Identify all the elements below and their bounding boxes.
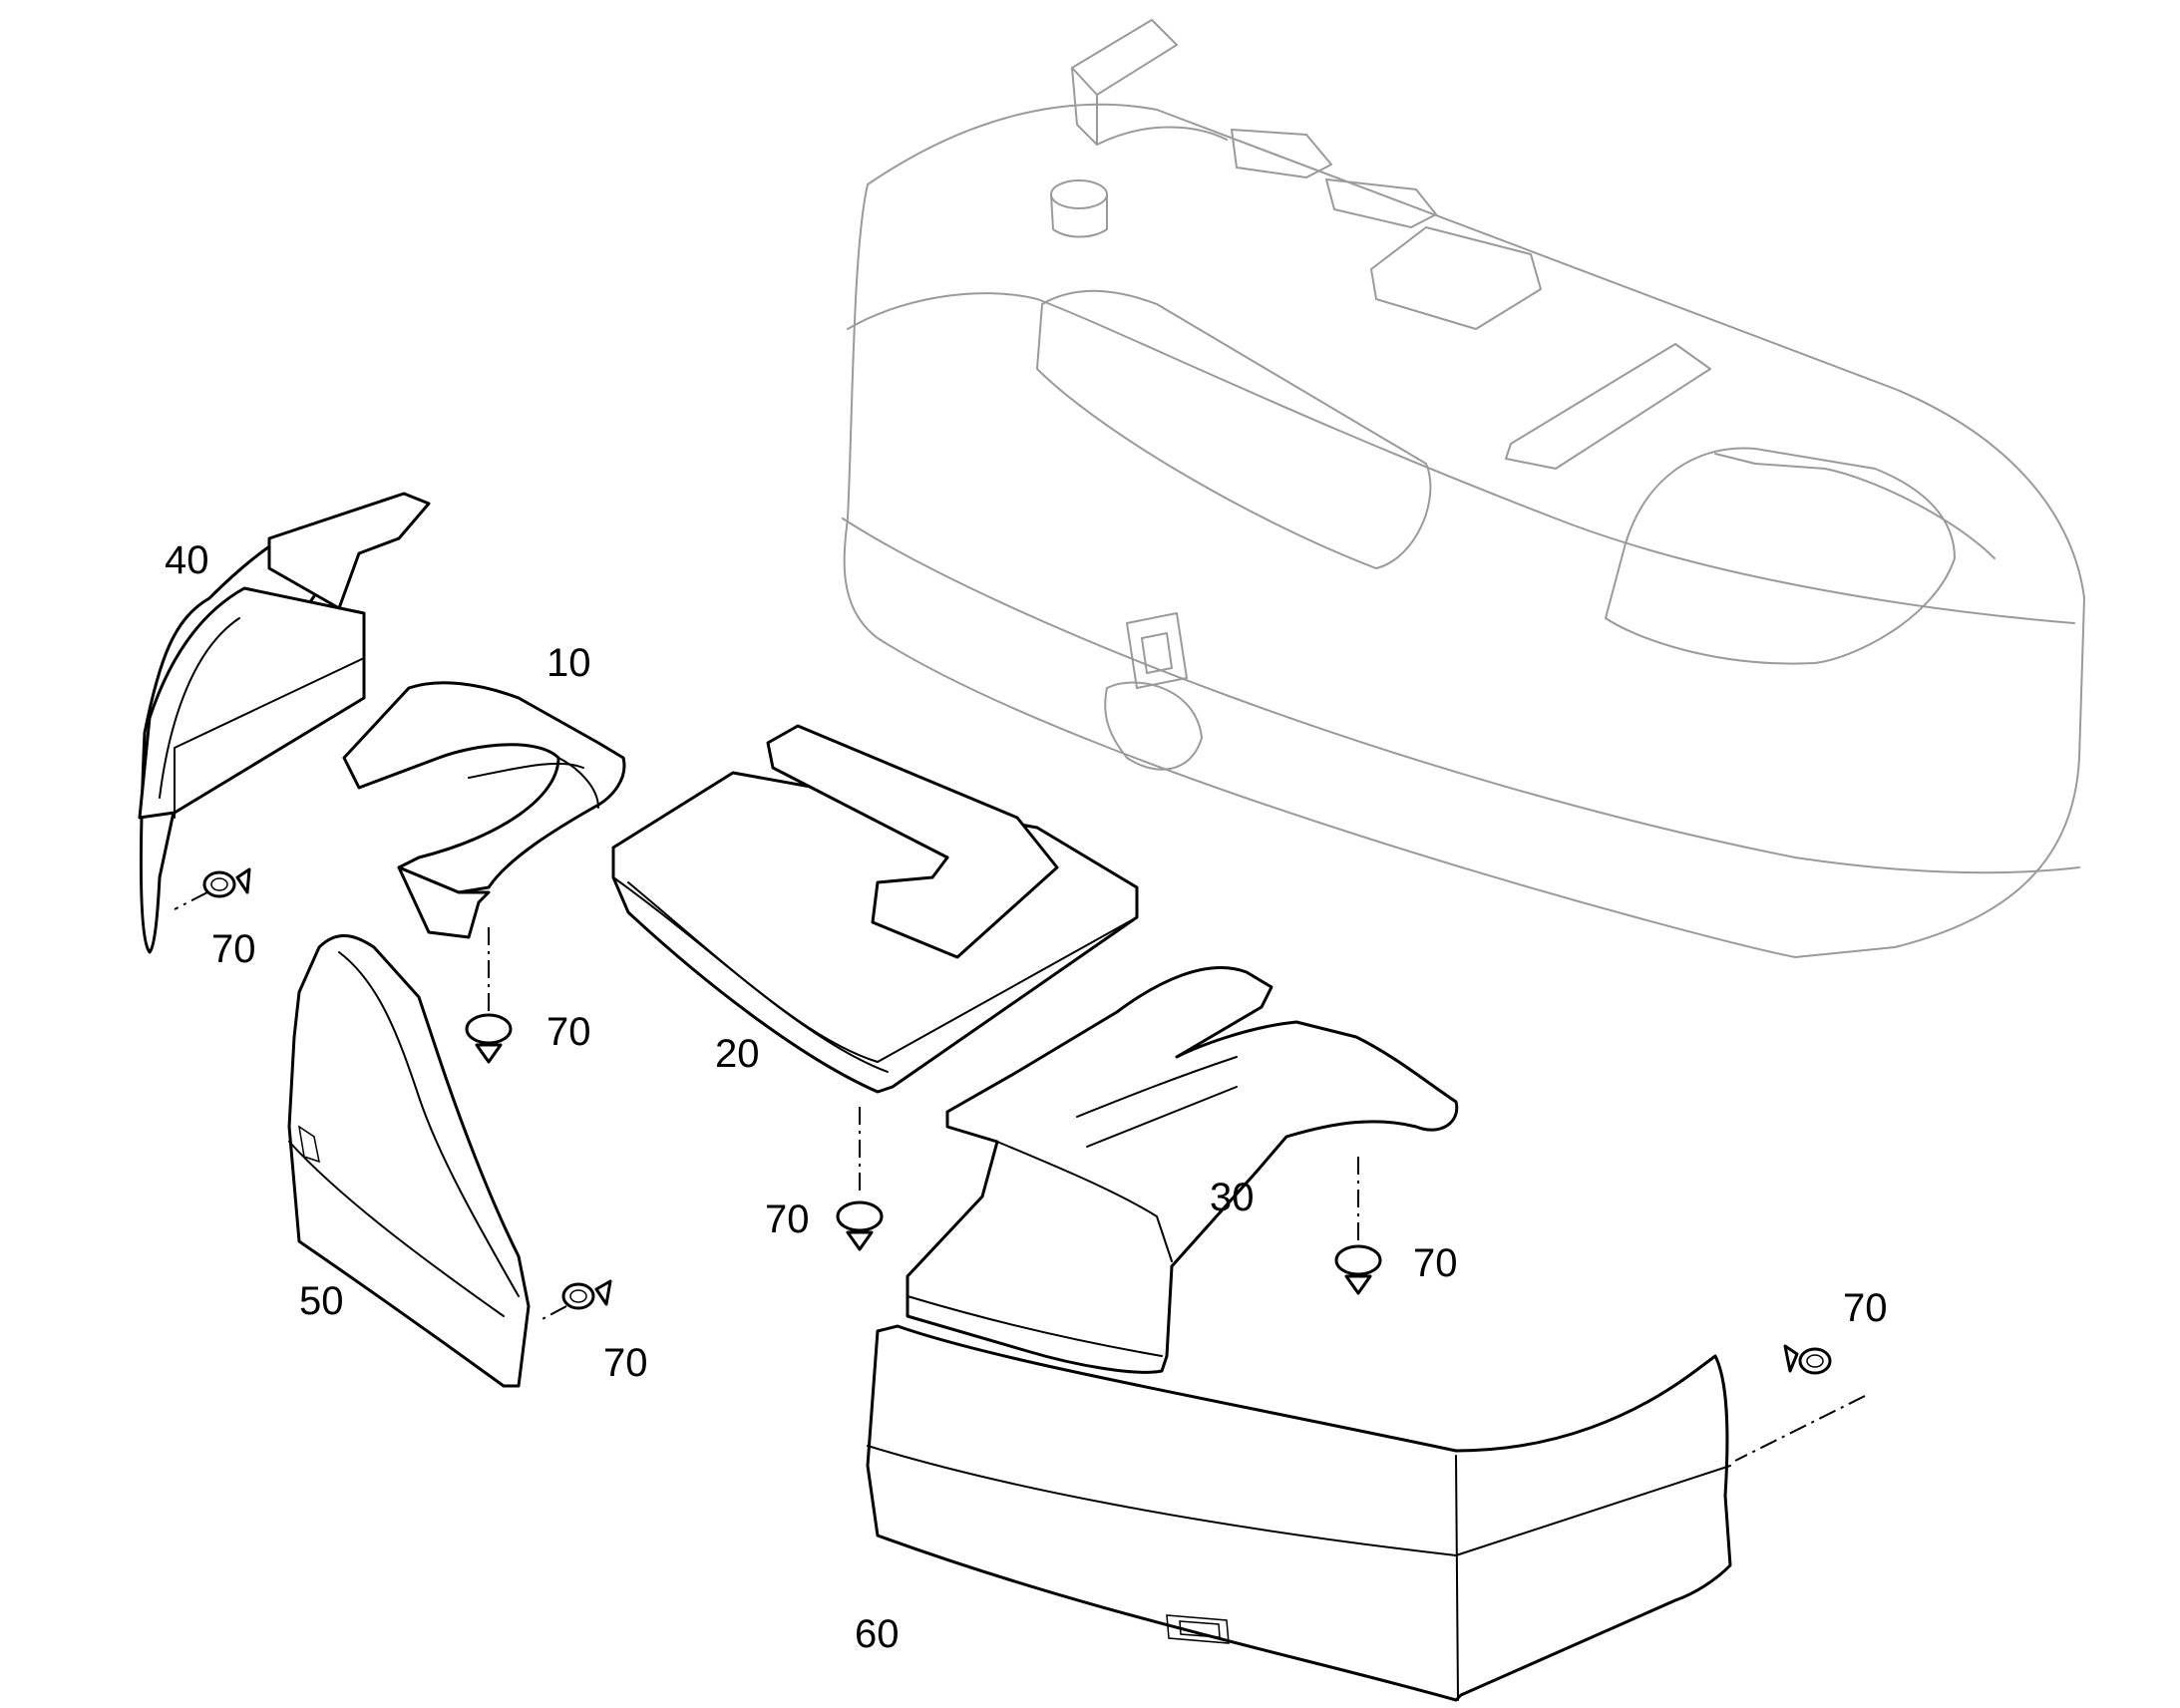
label-70-d: 70 — [1413, 1241, 1458, 1285]
label-70-e: 70 — [603, 1341, 648, 1385]
part-60 — [866, 1324, 1732, 1702]
label-30: 30 — [1210, 1176, 1255, 1219]
part-10 — [342, 681, 626, 939]
label-70-c: 70 — [765, 1197, 810, 1241]
part-50 — [287, 933, 531, 1388]
label-20: 20 — [715, 1032, 760, 1076]
fastener-70-b — [465, 927, 513, 1064]
fastener-70-a — [174, 867, 251, 910]
label-50: 50 — [299, 1279, 344, 1323]
fastener-70-f — [1734, 1344, 1866, 1462]
label-40: 40 — [165, 538, 209, 582]
fastener-70-e — [538, 1279, 612, 1322]
label-10: 10 — [546, 641, 591, 685]
fastener-70-d — [1334, 1157, 1382, 1295]
part-30 — [906, 966, 1459, 1374]
assembled-dashboard-outline — [842, 19, 2085, 958]
callout-labels: 40 10 20 30 50 60 70 70 70 70 70 70 — [165, 538, 1888, 1656]
fastener-70-c — [836, 1107, 884, 1251]
label-60: 60 — [855, 1612, 900, 1656]
part-40 — [138, 492, 431, 954]
label-70-b: 70 — [546, 1010, 591, 1054]
label-70-f: 70 — [1843, 1286, 1888, 1330]
label-70-a: 70 — [211, 927, 256, 971]
part-20 — [611, 724, 1139, 1094]
fasteners — [174, 867, 1866, 1462]
